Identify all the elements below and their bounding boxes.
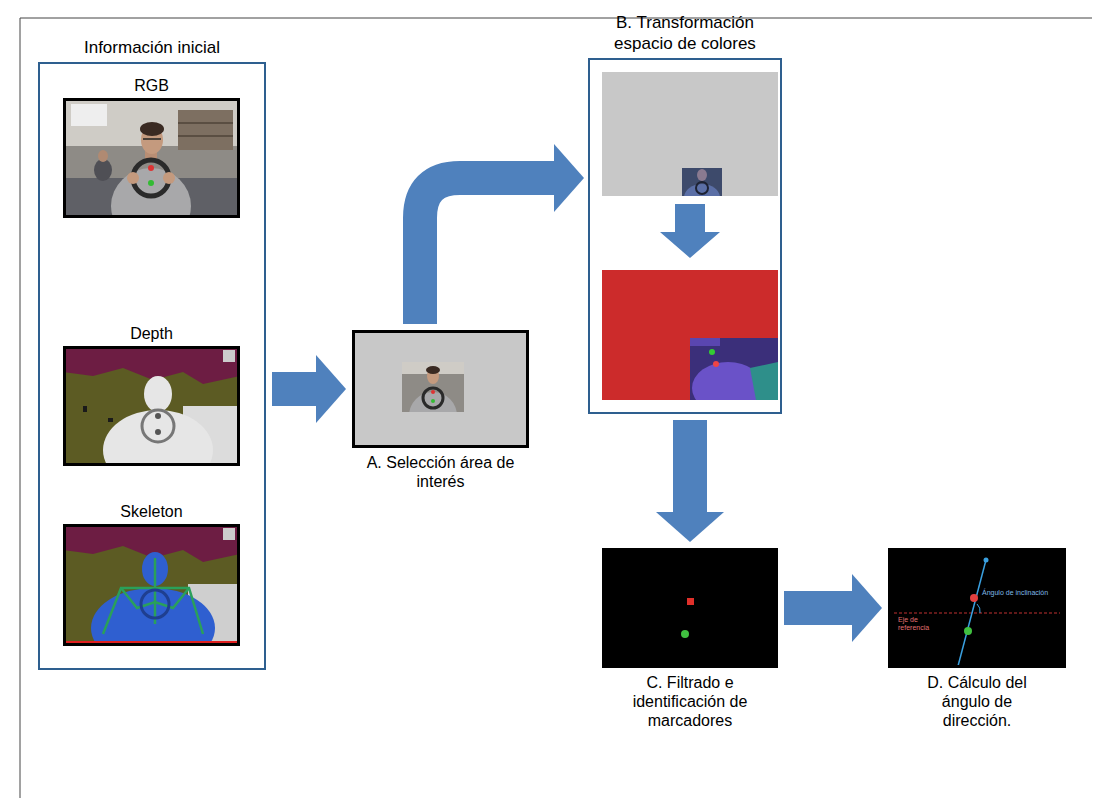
color-space-image-part-part <box>750 362 778 400</box>
arrow-head <box>656 512 724 542</box>
hsv-crop-image <box>602 72 778 212</box>
panel-heading: Información inicial <box>42 38 262 58</box>
rgb-photo-part <box>148 180 154 186</box>
depth-image-part <box>223 350 235 362</box>
panel-heading: Depth <box>67 324 237 343</box>
panel-heading: Skeleton <box>67 502 237 521</box>
roi-image-part-part <box>402 362 464 374</box>
step-panel: C. Filtrado e identificación de marcador… <box>602 548 778 668</box>
roi-image-part-part <box>409 392 457 440</box>
step-caption: D. Cálculo del ángulo de dirección. <box>907 673 1047 731</box>
color-space-image-part <box>690 338 778 414</box>
depth-image <box>63 346 240 490</box>
depth-image-part <box>144 376 172 412</box>
arrow-shaft <box>420 178 554 324</box>
roi-image-part-part <box>426 366 440 374</box>
markers-image-part <box>681 630 689 638</box>
input-group: Información inicialRGBDepthSkeleton <box>38 62 266 670</box>
angle-image-part <box>888 548 1066 668</box>
color-space-image-part-part <box>709 349 715 355</box>
block-arrow <box>784 574 882 642</box>
angle-image-part <box>984 558 989 563</box>
arrow-head <box>316 355 346 423</box>
rgb-photo-part <box>178 110 233 150</box>
skeleton-image-part <box>223 528 235 540</box>
rgb-photo-part <box>178 135 233 137</box>
arrow-shaft <box>784 591 852 625</box>
depth-image-part <box>155 429 161 435</box>
rgb-photo-part <box>94 159 112 181</box>
image-annotation: Eje de referencia <box>898 616 946 631</box>
angle-image-part <box>958 560 986 666</box>
rgb-photo-part <box>127 172 139 184</box>
angle-image-part <box>977 604 980 613</box>
image-panel: Depth <box>63 346 240 466</box>
color-space-image-part-part <box>690 338 720 346</box>
depth-image-part <box>103 410 213 490</box>
rgb-photo-part <box>98 150 108 162</box>
rgb-photo-part <box>178 122 233 124</box>
arrow-head <box>852 574 882 642</box>
color-space-image <box>602 270 778 414</box>
panel-heading: RGB <box>67 76 237 95</box>
depth-image-part <box>142 410 174 442</box>
skeleton-image <box>63 524 240 668</box>
depth-image-part <box>83 406 87 412</box>
hsv-crop-image-part <box>602 72 778 196</box>
rgb-photo-part <box>71 104 107 126</box>
depth-image-part <box>155 413 161 419</box>
skeleton-image-part <box>141 590 169 618</box>
roi-image-part-part <box>423 388 443 408</box>
frame-line <box>20 18 1092 19</box>
image-panel: RGB <box>63 98 240 218</box>
image-annotation: Ángulo de inclinación <box>982 589 1062 597</box>
panel-heading: B. Transformación espacio de colores <box>588 13 782 54</box>
arrow-head <box>554 144 584 212</box>
roi-image-part-part <box>431 399 435 403</box>
arrow-shaft <box>272 372 316 406</box>
rgb-photo-part <box>111 168 191 244</box>
step-panel: A. Selección área de interés <box>352 330 529 448</box>
block-arrow <box>420 144 584 324</box>
hsv-crop-image-part-part <box>696 182 708 194</box>
markers-image-part <box>687 598 694 605</box>
hsv-crop-image-part-part <box>697 169 707 181</box>
rgb-photo-part <box>163 172 175 184</box>
step-group: B. Transformación espacio de colores <box>588 58 782 414</box>
color-space-image-part-part <box>713 361 719 367</box>
skeleton-image-part <box>91 588 215 668</box>
block-arrow <box>272 355 346 423</box>
roi-image <box>352 330 529 448</box>
skeleton-image-part <box>103 588 203 634</box>
image-panel: Skeleton <box>63 524 240 646</box>
inner-arrow <box>660 204 720 258</box>
frame-line <box>20 18 21 798</box>
rgb-photo-part <box>143 138 161 140</box>
angle-image-part <box>894 612 1060 613</box>
depth-image-part <box>108 418 113 422</box>
roi-image-part <box>402 362 464 440</box>
angle-image-part <box>970 594 978 602</box>
angle-image <box>888 548 1066 668</box>
angle-image-part <box>964 627 972 635</box>
step-caption: C. Filtrado e identificación de marcador… <box>615 673 765 731</box>
rgb-photo <box>63 98 240 244</box>
roi-image-part <box>352 330 529 448</box>
arrow-shaft <box>673 420 707 512</box>
roi-image-part-part <box>431 390 435 394</box>
block-arrow <box>656 420 724 542</box>
markers-image-part <box>602 548 778 668</box>
rgb-photo-part <box>140 122 164 136</box>
step-panel: D. Cálculo del ángulo de dirección. <box>888 548 1066 668</box>
step-caption: A. Selección área de interés <box>361 453 521 491</box>
rgb-photo-part <box>148 165 154 171</box>
markers-image <box>602 548 778 668</box>
